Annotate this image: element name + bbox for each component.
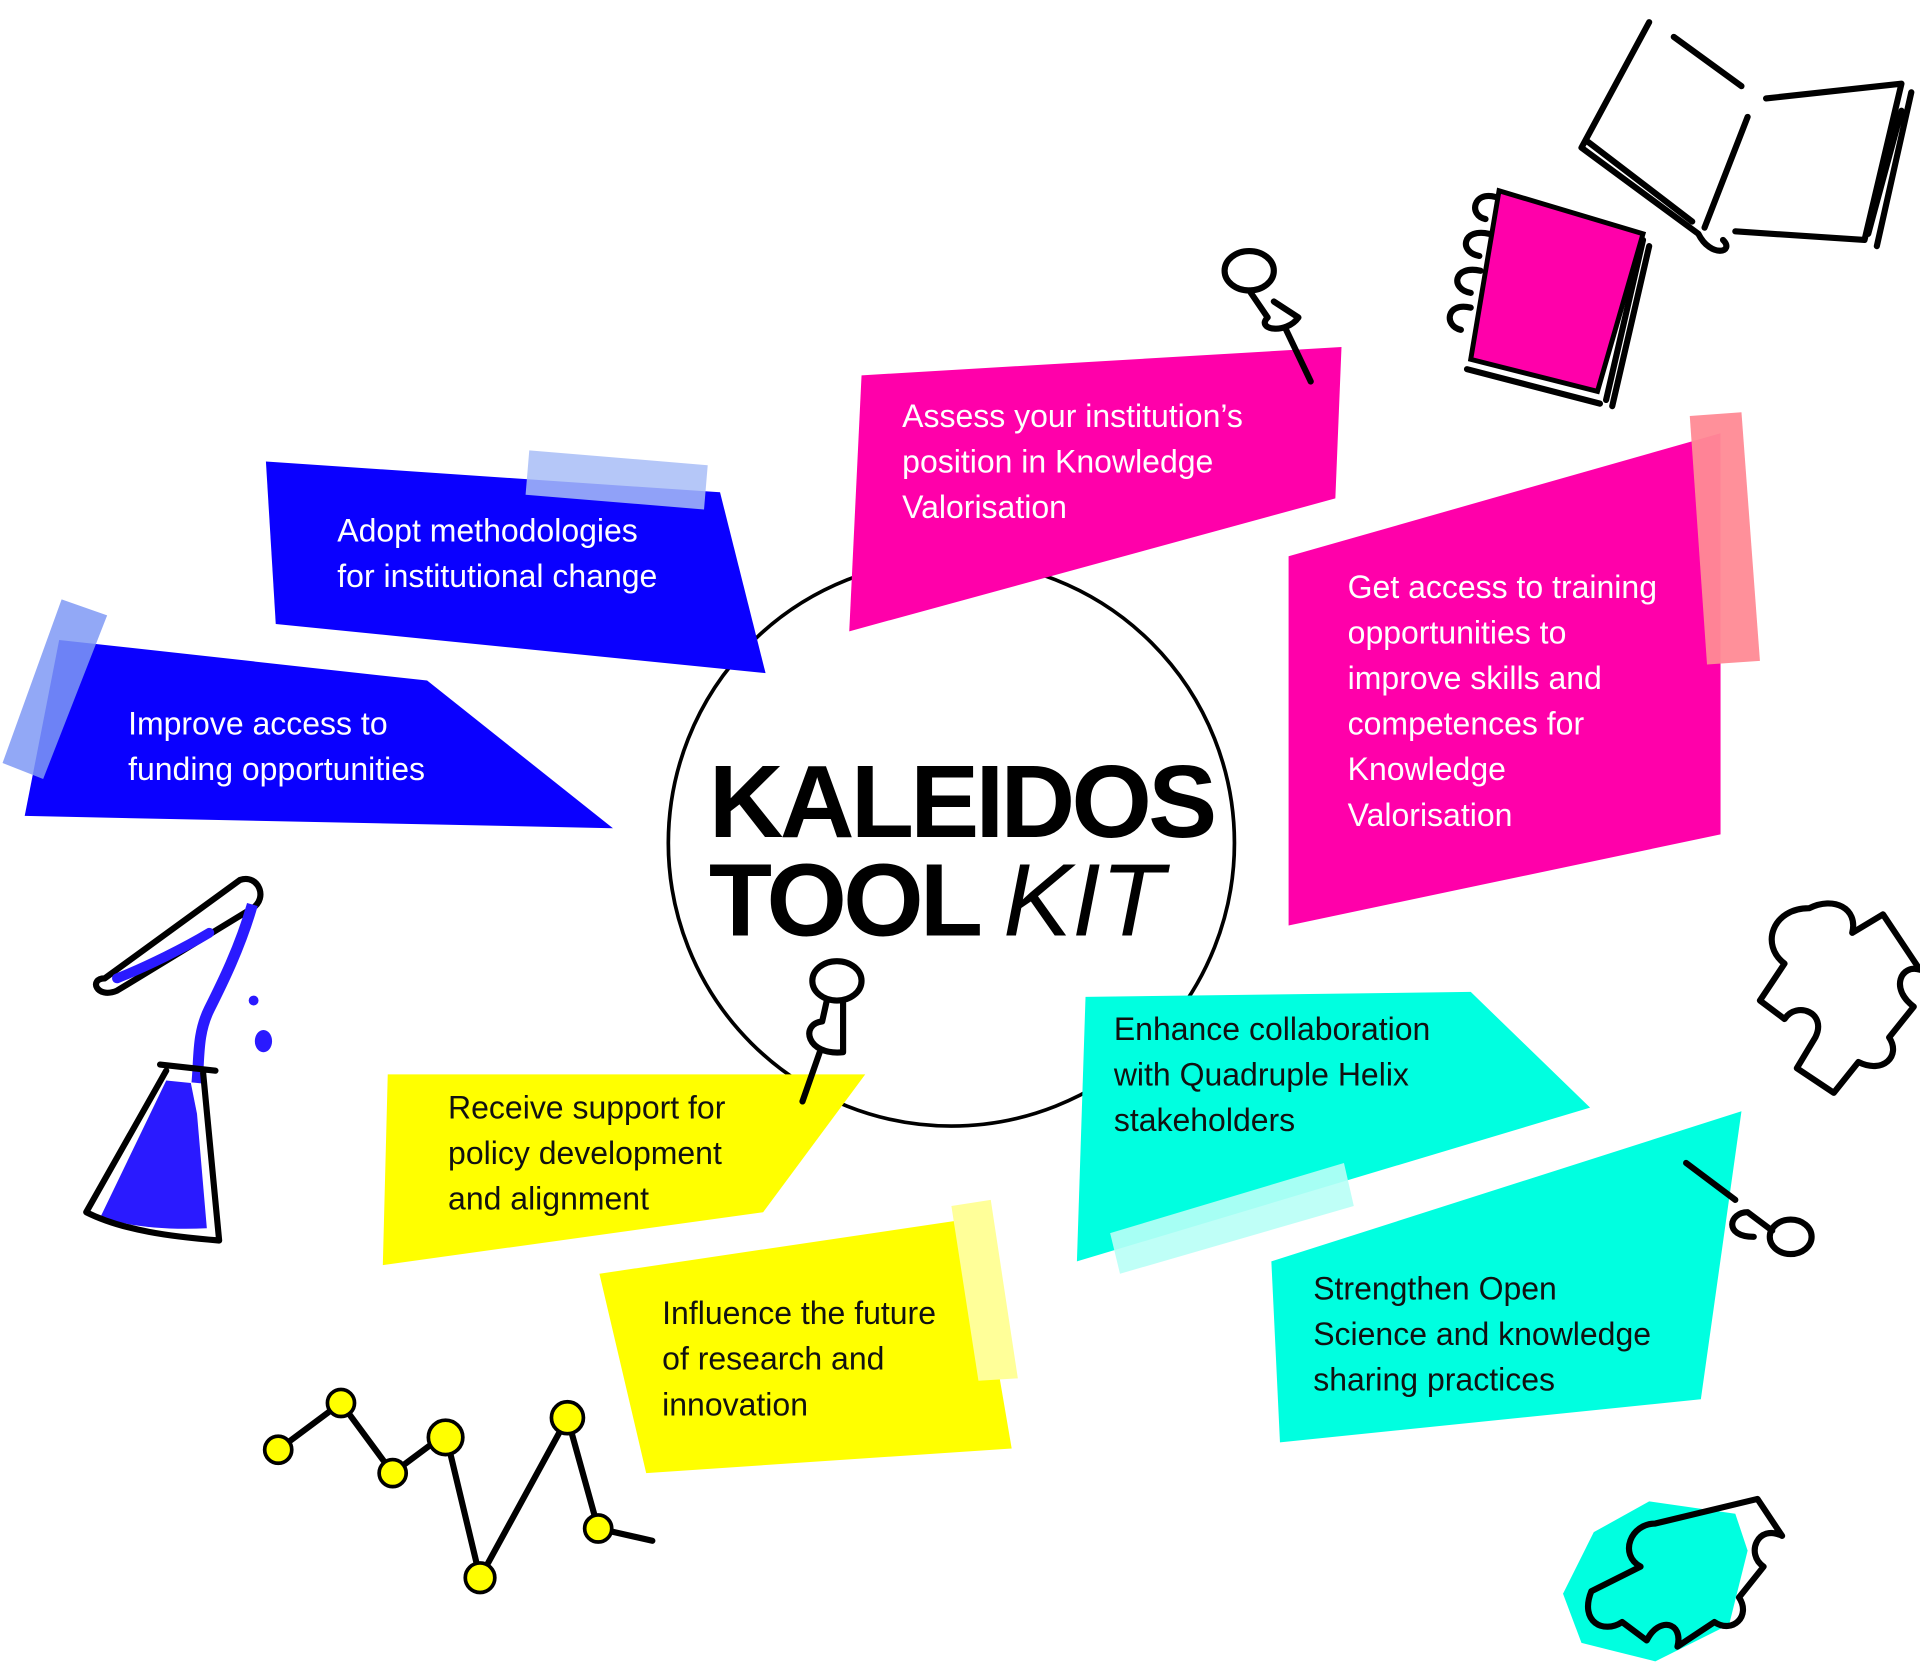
- card-text-line: Assess your institution’s: [902, 398, 1243, 434]
- card-text-line: stakeholders: [1114, 1102, 1295, 1138]
- card-text-line: Science and knowledge: [1313, 1316, 1651, 1352]
- card-text-line: Adopt methodologies: [337, 512, 638, 548]
- title-line1: KALEIDOS: [709, 743, 1214, 859]
- tape: [525, 450, 708, 510]
- card-text-line: for institutional change: [337, 558, 657, 594]
- card-text-line: sharing practices: [1313, 1362, 1555, 1398]
- card-assess[interactable]: Assess your institution’s position in Kn…: [849, 347, 1342, 632]
- card-text-line: Influence the future: [662, 1295, 936, 1331]
- card-text-line: of research and: [662, 1341, 884, 1377]
- card-text-line: improve skills and: [1348, 660, 1602, 696]
- card-text-line: Strengthen Open: [1313, 1271, 1557, 1307]
- card-text-line: innovation: [662, 1386, 808, 1422]
- pushpin-icon: [1683, 1159, 1815, 1258]
- svg-text:Strengthen Open Science: Strengthen Open Science and knowledge sh…: [1313, 1271, 1660, 1398]
- card-text-line: position in Knowledge: [902, 444, 1213, 480]
- tape: [951, 1199, 1018, 1381]
- card-text-line: and alignment: [448, 1181, 649, 1217]
- card-improve[interactable]: Improve access to funding opportunities: [2, 599, 613, 829]
- card-text-line: Knowledge: [1348, 751, 1506, 787]
- title-line2-bold: TOOL: [709, 841, 980, 957]
- svg-text:Influence the future of: Influence the future of research and inn…: [662, 1295, 945, 1422]
- card-text-line: policy development: [448, 1135, 722, 1171]
- card-text-line: Enhance collaboration: [1114, 1011, 1431, 1047]
- svg-text:Get access to training o: Get access to training opportunities to …: [1348, 569, 1666, 833]
- svg-text:Adopt methodologies for: Adopt methodologies for institutional ch…: [337, 512, 657, 594]
- notebook-icon: [1446, 187, 1653, 410]
- card-text-line: opportunities to: [1348, 615, 1567, 651]
- card-text-line: Receive support for: [448, 1090, 726, 1126]
- card-training[interactable]: Get access to training opportunities to …: [1288, 412, 1760, 926]
- card-open-science[interactable]: Strengthen Open Science and knowledge sh…: [1271, 1111, 1742, 1443]
- tape: [1689, 412, 1760, 665]
- card-text-line: Valorisation: [902, 489, 1067, 525]
- svg-text:Receive support for poli: Receive support for policy development a…: [448, 1090, 734, 1217]
- tape: [2, 599, 108, 780]
- pushpin-icon: [799, 958, 865, 1105]
- card-influence[interactable]: Influence the future of research and inn…: [599, 1199, 1018, 1474]
- puzzle-piece-icon: [1756, 900, 1920, 1096]
- svg-text:Assess your institution’s: Assess your institution’s position in Kn…: [902, 398, 1252, 525]
- svg-text:Enhance collaboration wi: Enhance collaboration with Quadruple Hel…: [1113, 1011, 1439, 1138]
- card-text-line: Improve access to: [128, 706, 388, 742]
- title-line2-italic: KIT: [1003, 841, 1171, 957]
- card-policy[interactable]: Receive support for policy development a…: [382, 1074, 866, 1266]
- card-text-line: Valorisation: [1348, 797, 1513, 833]
- card-text-line: with Quadruple Helix: [1113, 1056, 1409, 1092]
- svg-text:Improve access to fundin: Improve access to funding opportunities: [128, 706, 425, 788]
- tape: [1110, 1162, 1354, 1274]
- pushpin-icon: [1221, 247, 1314, 385]
- flask-icon: [83, 875, 273, 1244]
- card-text-line: competences for: [1348, 706, 1585, 742]
- toolkit-logo: KALEIDOS TOOL KIT: [709, 743, 1217, 957]
- card-text-line: Get access to training: [1348, 569, 1657, 605]
- card-collaboration[interactable]: Enhance collaboration with Quadruple Hel…: [1076, 991, 1591, 1274]
- card-text-line: funding opportunities: [128, 751, 425, 787]
- open-book-icon: [1578, 19, 1915, 254]
- card-adopt[interactable]: Adopt methodologies for institutional ch…: [265, 450, 766, 674]
- line-chart-icon: [262, 1387, 656, 1595]
- puzzle-piece-icon: [1563, 1495, 1786, 1662]
